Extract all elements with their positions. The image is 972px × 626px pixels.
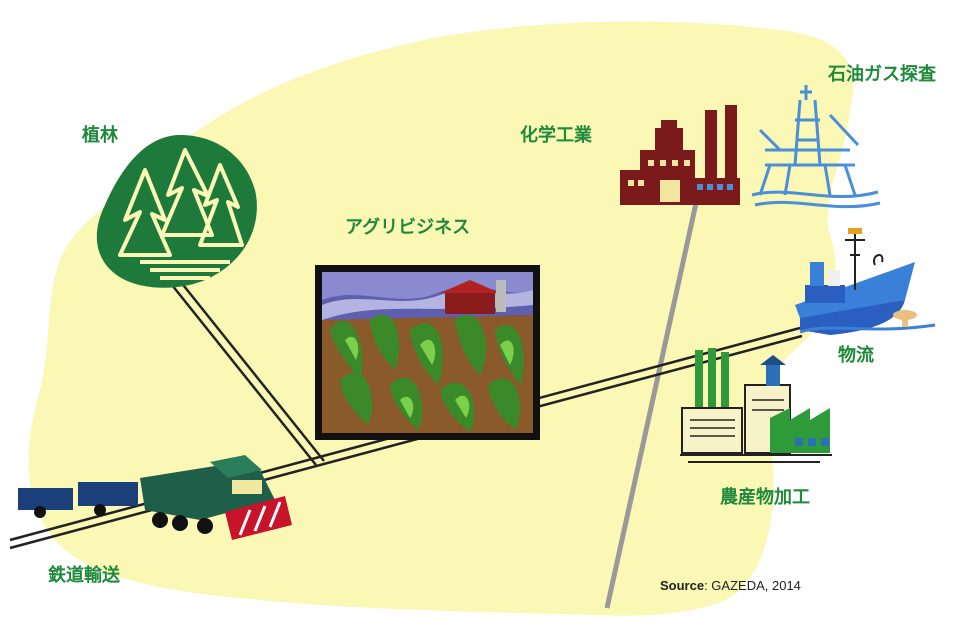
label-oil-gas-exploration: 石油ガス探査	[828, 64, 936, 85]
label-chemical-industry: 化学工業	[520, 125, 592, 146]
oil-rig-icon	[751, 85, 881, 209]
source-prefix: Source	[660, 578, 705, 593]
source-note: Source: GAZEDA, 2014	[660, 578, 801, 593]
cargo-ship-icon	[795, 228, 936, 335]
pipeline-line	[604, 184, 703, 609]
source-text: : GAZEDA, 2014	[704, 578, 801, 593]
chemical-factory-icon	[620, 105, 740, 205]
label-forestry: 植林	[82, 125, 118, 146]
label-railway: 鉄道輸送	[48, 565, 120, 586]
label-agro-processing: 農産物加工	[720, 487, 810, 508]
label-logistics: 物流	[838, 345, 874, 366]
forest-icon	[96, 135, 257, 288]
rail-branch-forest	[167, 275, 325, 466]
processing-plant-icon	[680, 348, 832, 463]
farm-field-icon	[315, 265, 540, 440]
label-agribusiness: アグリビジネス	[345, 217, 471, 238]
train-icon	[18, 455, 292, 540]
